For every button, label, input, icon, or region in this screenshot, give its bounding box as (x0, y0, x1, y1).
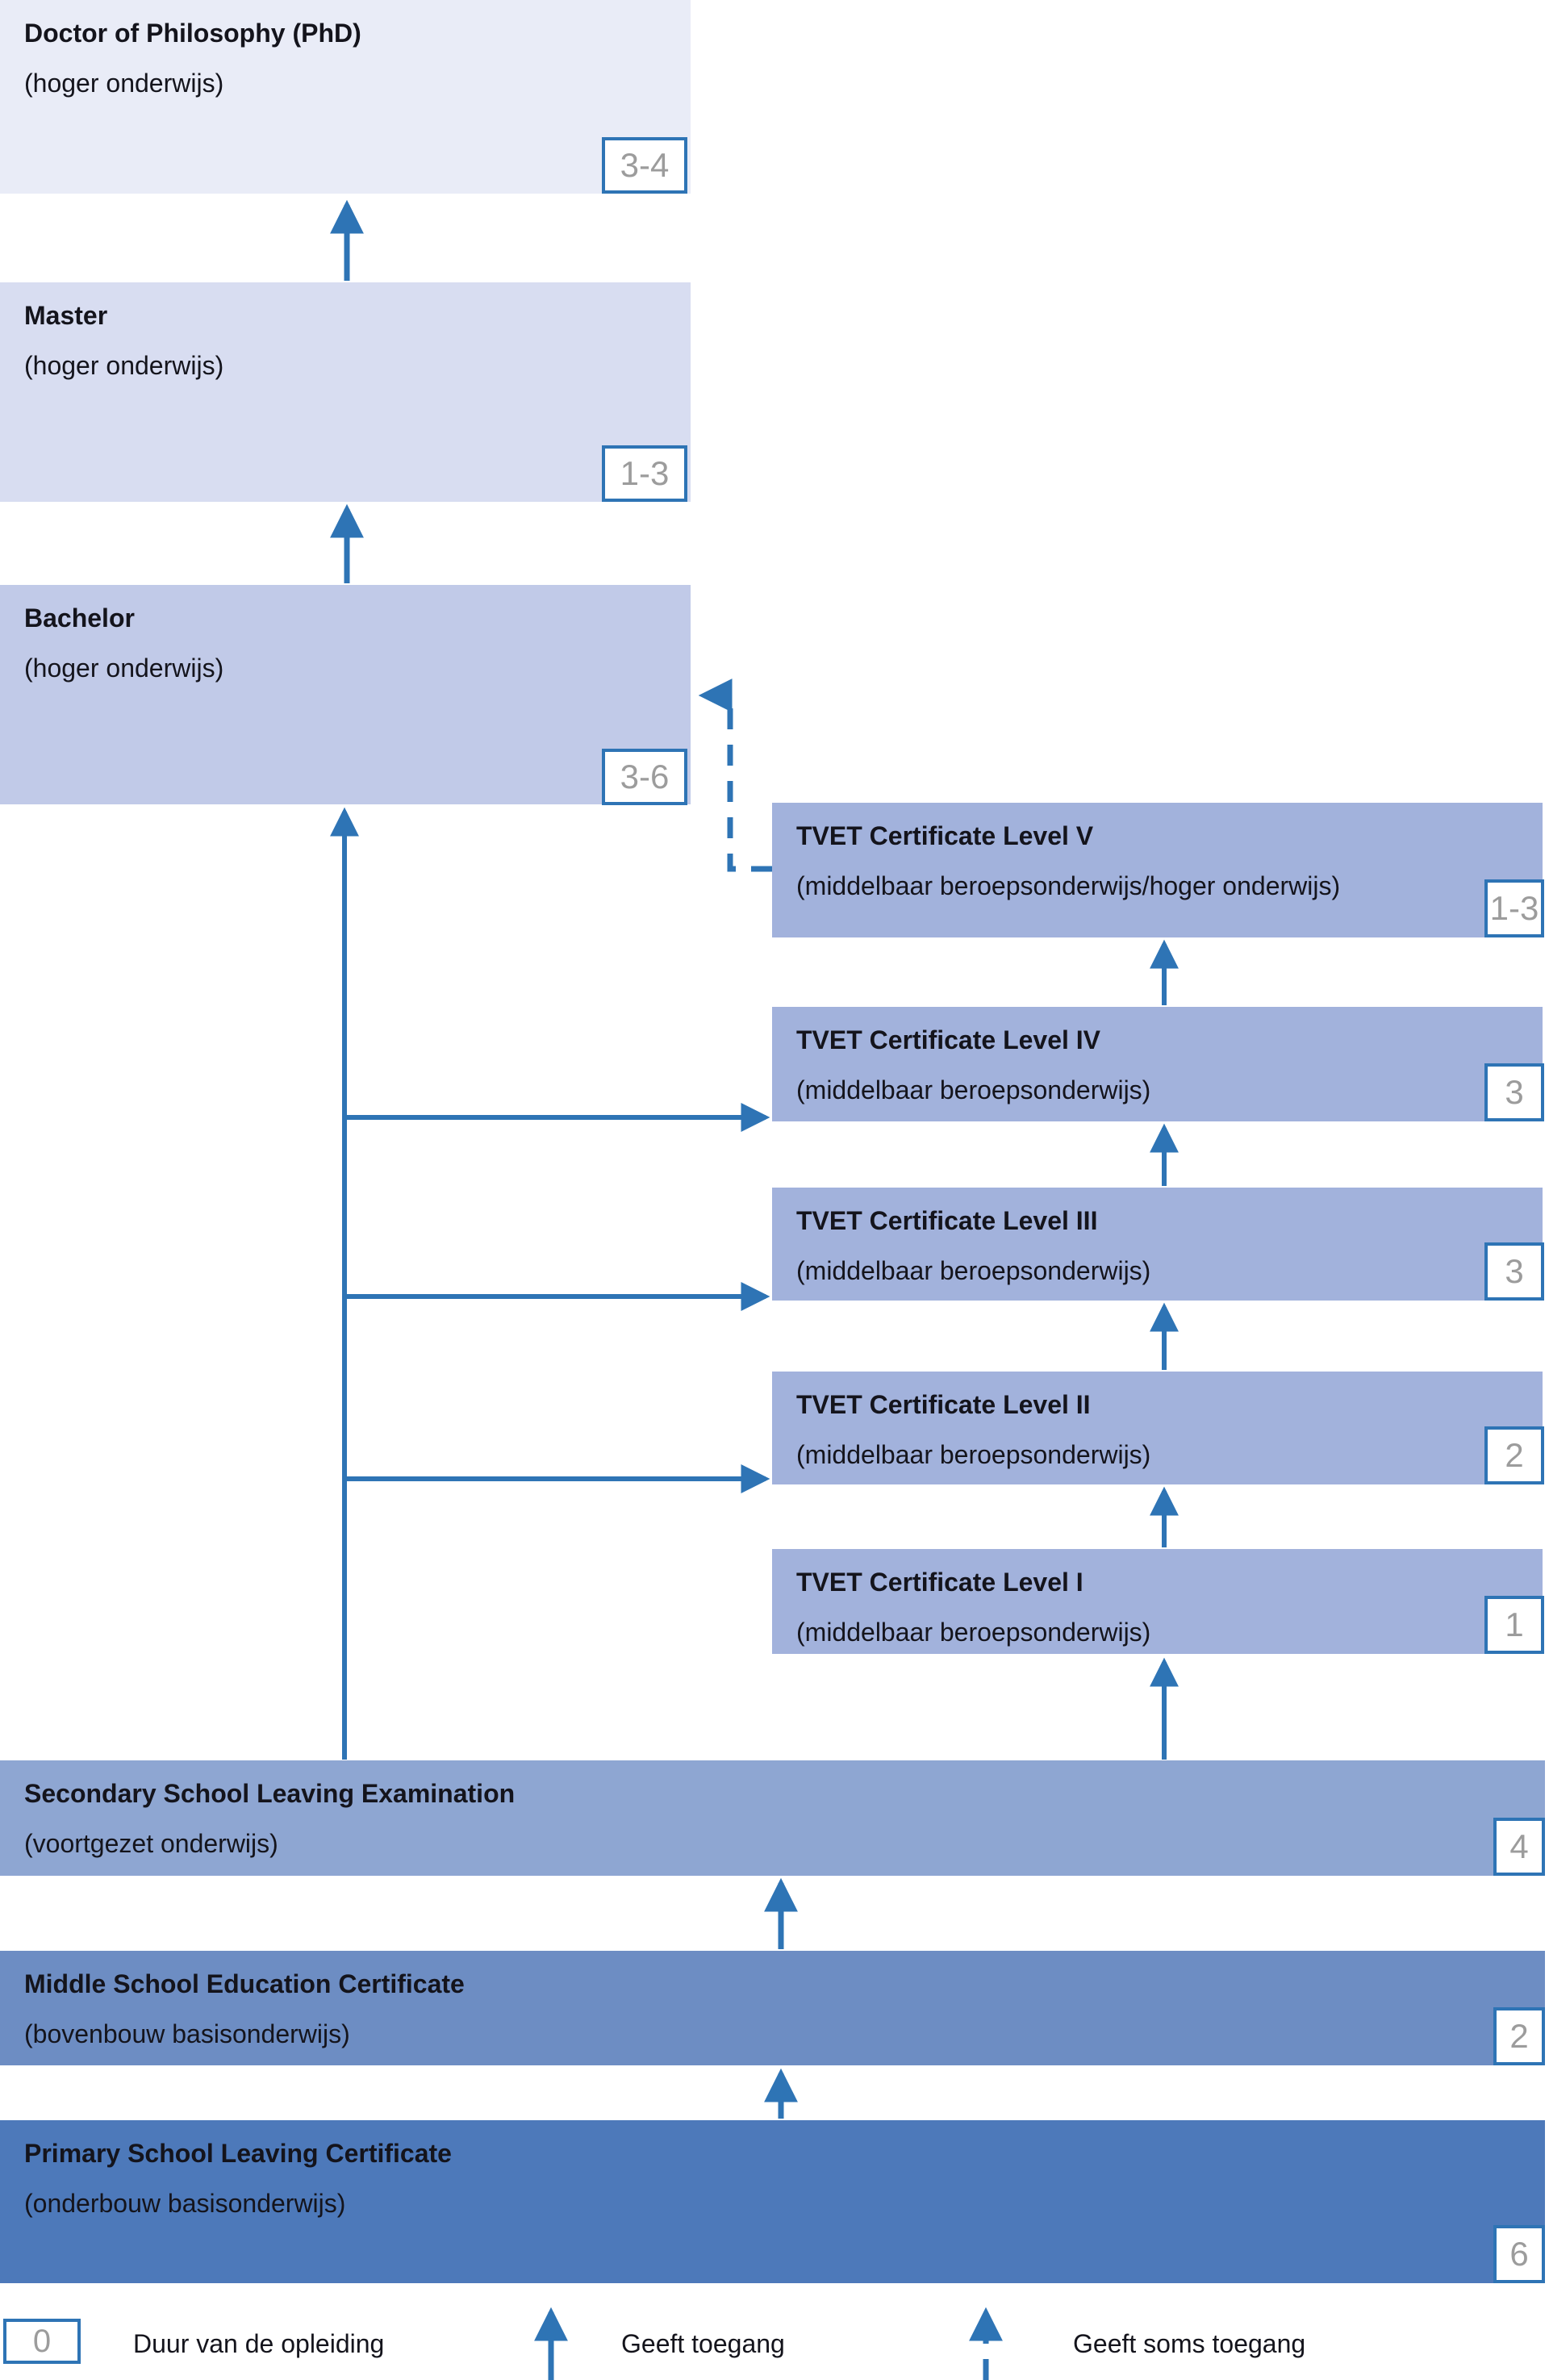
node-subtitle: (middelbaar beroepsonderwijs) (796, 1618, 1151, 1647)
node-title: TVET Certificate Level IV (796, 1025, 1101, 1054)
duration-badge-tvet4: 3 (1484, 1063, 1544, 1121)
node-title: TVET Certificate Level II (796, 1390, 1091, 1419)
node-title: Doctor of Philosophy (PhD) (24, 19, 361, 48)
node-tvet-level5: TVET Certificate Level V (middelbaar ber… (772, 803, 1543, 937)
node-subtitle: (hoger onderwijs) (24, 69, 224, 98)
node-subtitle: (middelbaar beroepsonderwijs) (796, 1440, 1151, 1469)
duration-badge-tvet3: 3 (1484, 1242, 1544, 1301)
legend-duration-badge-icon: 0 (3, 2319, 81, 2364)
legend-duration-label: Duur van de opleiding (133, 2329, 385, 2358)
node-title: Master (24, 301, 108, 330)
duration-badge-secondary: 4 (1493, 1818, 1545, 1876)
node-title: Bachelor (24, 603, 135, 633)
duration-badge-primary: 6 (1493, 2225, 1545, 2283)
node-subtitle: (hoger onderwijs) (24, 351, 224, 380)
duration-badge-tvet5: 1-3 (1484, 879, 1544, 937)
duration-badge-tvet2: 2 (1484, 1426, 1544, 1484)
node-title: Middle School Education Certificate (24, 1969, 465, 1998)
duration-badge-bachelor: 3-6 (602, 749, 687, 805)
node-subtitle: (onderbouw basisonderwijs) (24, 2189, 346, 2218)
node-tvet-level2: TVET Certificate Level II (middelbaar be… (772, 1372, 1543, 1484)
node-tvet-level4: TVET Certificate Level IV (middelbaar be… (772, 1007, 1543, 1121)
node-primary-school: Primary School Leaving Certificate (onde… (0, 2120, 1545, 2283)
node-subtitle: (middelbaar beroepsonderwijs) (796, 1256, 1151, 1285)
node-middle-school: Middle School Education Certificate (bov… (0, 1951, 1545, 2065)
node-title: TVET Certificate Level I (796, 1568, 1083, 1597)
node-subtitle: (middelbaar beroepsonderwijs/hoger onder… (796, 871, 1341, 900)
node-tvet-level1: TVET Certificate Level I (middelbaar ber… (772, 1549, 1543, 1654)
duration-badge-middle: 2 (1493, 2007, 1545, 2065)
node-subtitle: (bovenbouw basisonderwijs) (24, 2019, 350, 2048)
node-title: TVET Certificate Level III (796, 1206, 1098, 1235)
node-subtitle: (voortgezet onderwijs) (24, 1829, 278, 1858)
node-subtitle: (hoger onderwijs) (24, 653, 224, 683)
legend-sometimes-label: Geeft soms toegang (1073, 2329, 1306, 2358)
arrow-dashed-tvet5-to-bachelor (698, 679, 772, 872)
node-phd: Doctor of Philosophy (PhD) (hoger onderw… (0, 0, 691, 194)
node-title: Primary School Leaving Certificate (24, 2139, 452, 2168)
node-master: Master (hoger onderwijs) (0, 282, 691, 502)
node-subtitle: (middelbaar beroepsonderwijs) (796, 1075, 1151, 1104)
node-title: TVET Certificate Level V (796, 821, 1094, 850)
duration-badge-phd: 3-4 (602, 137, 687, 194)
legend-access-label: Geeft toegang (621, 2329, 785, 2358)
node-tvet-level3: TVET Certificate Level III (middelbaar b… (772, 1188, 1543, 1301)
duration-badge-tvet1: 1 (1484, 1596, 1544, 1654)
node-bachelor: Bachelor (hoger onderwijs) (0, 585, 691, 804)
duration-badge-master: 1-3 (602, 445, 687, 502)
node-secondary-school: Secondary School Leaving Examination (vo… (0, 1760, 1545, 1876)
node-title: Secondary School Leaving Examination (24, 1779, 516, 1808)
